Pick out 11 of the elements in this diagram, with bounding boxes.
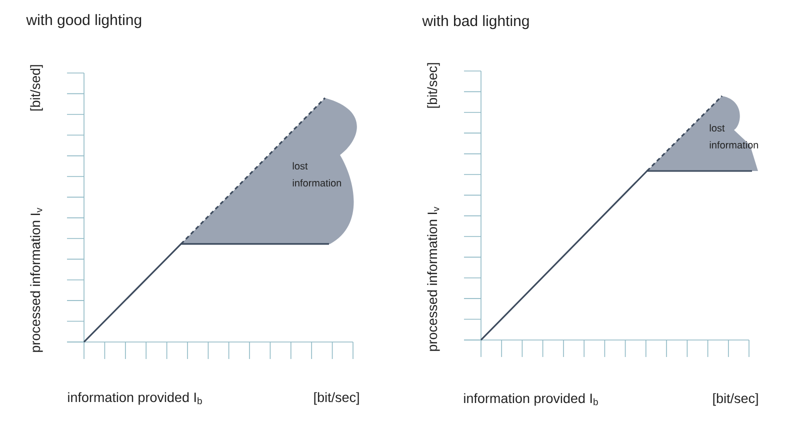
shaded-region: lost information bbox=[181, 98, 357, 244]
axis-label: processed information I$_{v}$ bbox=[30, 208, 43, 352]
axis-label: information provided I$_{b}$ bbox=[68, 392, 202, 405]
axis-unit: [bit/sec] bbox=[314, 392, 359, 405]
chart-title: with good lighting bbox=[26, 14, 142, 28]
axis-unit: [bit/sec] bbox=[713, 393, 758, 406]
chart-title: with bad lighting bbox=[422, 15, 529, 30]
axis-unit: [bit/sed] bbox=[30, 65, 43, 110]
axis-unit: [bit/sec] bbox=[427, 63, 440, 108]
axis-label: processed information I$_{v}$ bbox=[427, 206, 440, 351]
axis-label: information provided I$_{b}$ bbox=[464, 393, 598, 406]
